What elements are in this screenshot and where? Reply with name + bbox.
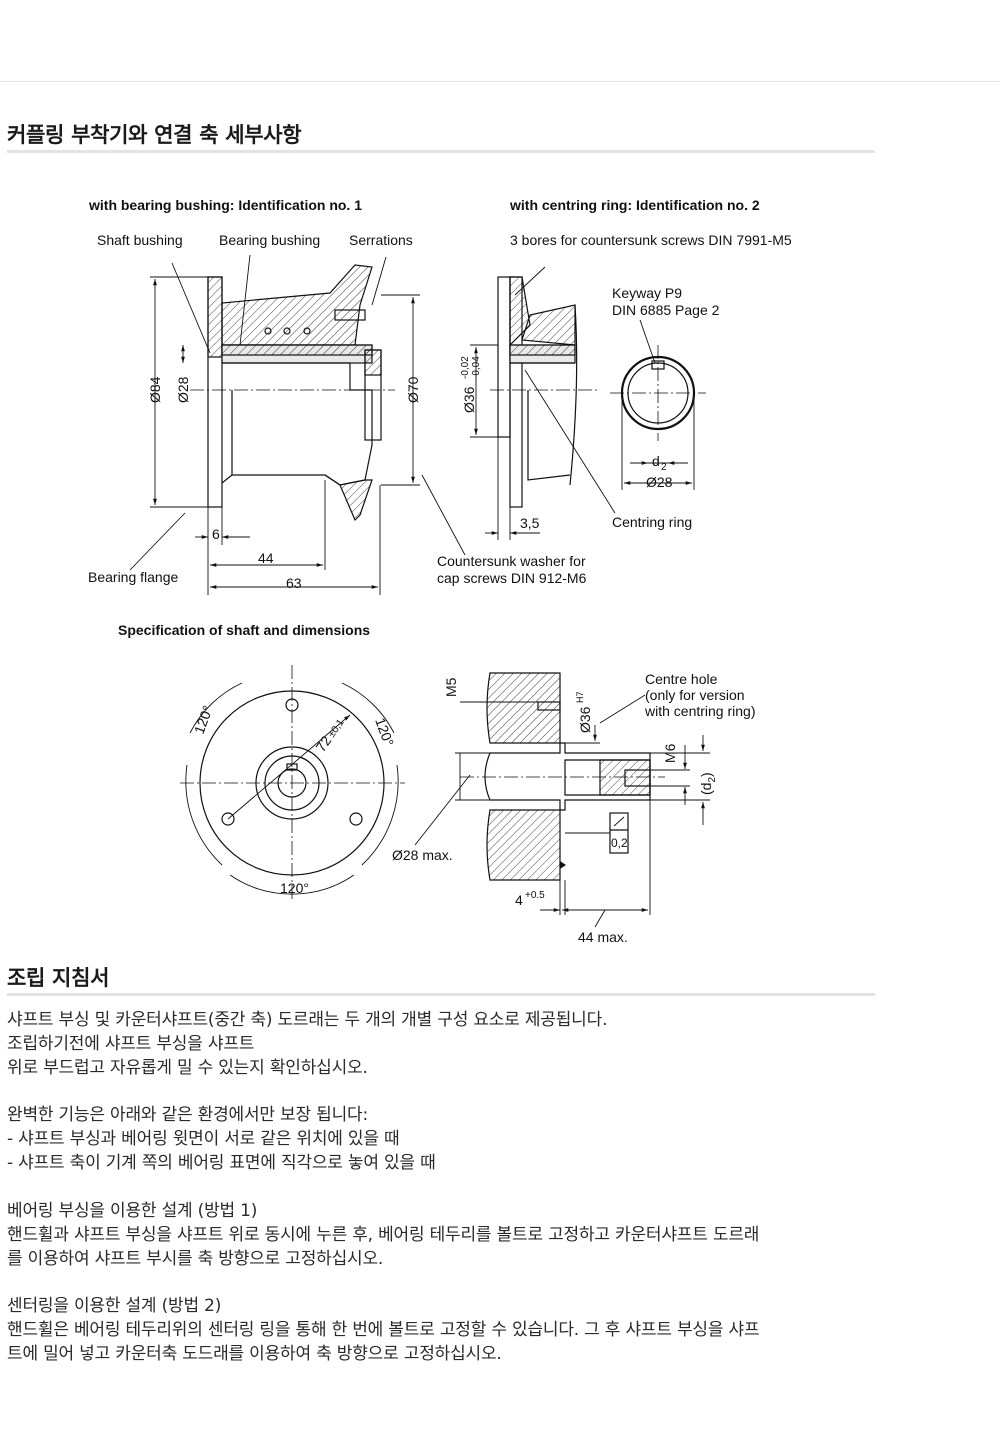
instruction-line: 핸드휠은 베어링 테두리위의 센터링 링을 통해 한 번에 볼트로 고정할 수 … bbox=[7, 1320, 760, 1340]
label-shaft-bushing: Shaft bushing bbox=[97, 232, 183, 248]
fig1-title: with bearing bushing: Identification no.… bbox=[88, 197, 362, 213]
dim-w44: 44 bbox=[258, 550, 274, 566]
dim-d28a: Ø28 bbox=[175, 376, 191, 403]
dim-d84: Ø84 bbox=[147, 376, 163, 403]
label-washer-1: Countersunk washer for bbox=[437, 553, 586, 569]
instruction-line: 를 이용하여 샤프트 부시를 축 방향으로 고정하십시오. bbox=[7, 1249, 384, 1269]
instruction-line: 샤프트 부싱 및 카운터샤프트(중간 축) 도르래는 두 개의 개별 구성 요소… bbox=[7, 1010, 608, 1030]
dim-m5: M5 bbox=[443, 677, 459, 697]
figure-shaft-section: M5 Ø36 H7 Centre hole (only for version … bbox=[443, 671, 756, 945]
dim-w6: 6 bbox=[212, 526, 220, 542]
label-washer-2: cap screws DIN 912-M6 bbox=[437, 570, 587, 586]
instruction-line: - 샤프트 축이 기계 쪽의 베어링 표면에 직각으로 놓여 있을 때 bbox=[7, 1153, 436, 1173]
fig2-title: with centring ring: Identification no. 2 bbox=[509, 197, 760, 213]
instructions-paragraph-2: 완벽한 기능은 아래와 같은 환경에서만 보장 됩니다: - 샤프트 부싱과 베… bbox=[7, 1103, 887, 1175]
label-centre-hole-1: Centre hole bbox=[645, 671, 718, 687]
instruction-line: 위로 부드럽고 자유롭게 밀 수 있는지 확인하십시오. bbox=[7, 1058, 368, 1078]
top-divider bbox=[0, 81, 1000, 82]
dim-len-44: 44 max. bbox=[578, 929, 628, 945]
label-centring-ring: Centring ring bbox=[612, 514, 692, 530]
label-serrations: Serrations bbox=[349, 232, 413, 248]
label-centre-hole-3: with centring ring) bbox=[644, 703, 756, 719]
section-title-assembly: 조립 지침서 bbox=[7, 966, 110, 990]
dim-pd2-open: (d bbox=[698, 783, 714, 795]
instruction-line: - 샤프트 부싱과 베어링 윗면이 서로 같은 위치에 있을 때 bbox=[7, 1129, 400, 1149]
section-rule-assembly bbox=[7, 993, 875, 996]
figure-shaft-front: 120° 120° 120° 72 ±0,1 Ø28 max. bbox=[180, 665, 471, 900]
angle-120-bottom: 120° bbox=[280, 880, 309, 896]
instruction-line: 완벽한 기능은 아래와 같은 환경에서만 보장 됩니다: bbox=[7, 1105, 368, 1125]
instructions-paragraph-1: 샤프트 부싱 및 카운터샤프트(중간 축) 도르래는 두 개의 개별 구성 요소… bbox=[7, 1008, 887, 1080]
dim-d70: Ø70 bbox=[405, 376, 421, 403]
instructions-paragraph-4: 센터링을 이용한 설계 (방법 2) 핸드휠은 베어링 테두리위의 센터링 링을… bbox=[7, 1294, 887, 1366]
dim-d36: Ø36 bbox=[461, 386, 477, 413]
dim-pd2-sub: 2 bbox=[707, 777, 718, 783]
dim-d36-upper: -0,02 bbox=[460, 356, 471, 379]
instruction-line: 핸드휠과 샤프트 부싱을 샤프트 위로 동시에 누른 후, 베어링 테두리를 볼… bbox=[7, 1225, 760, 1245]
technical-drawing: with bearing bushing: Identification no.… bbox=[88, 197, 792, 945]
label-bores: 3 bores for countersunk screws DIN 7991-… bbox=[510, 232, 792, 248]
angle-120-right: 120° bbox=[372, 716, 397, 749]
label-bearing-flange: Bearing flange bbox=[88, 569, 179, 585]
dim-d2: d bbox=[652, 453, 660, 469]
dim-depth-4-sup: +0.5 bbox=[525, 890, 545, 901]
figure-bearing-bushing: Shaft bushing Bearing bushing Serrations… bbox=[88, 232, 587, 595]
figure-centring-ring: 3 bores for countersunk screws DIN 7991-… bbox=[460, 232, 792, 540]
angle-120-left: 120° bbox=[191, 703, 216, 736]
dim-d28-max: Ø28 max. bbox=[392, 847, 453, 863]
label-bearing-bushing: Bearing bushing bbox=[219, 232, 320, 248]
dim-d36-lower: -0,04 bbox=[471, 356, 482, 379]
instructions-paragraph-3: 베어링 부싱을 이용한 설계 (방법 1) 핸드휠과 샤프트 부싱을 샤프트 위… bbox=[7, 1199, 887, 1271]
instruction-line: 베어링 부싱을 이용한 설계 (방법 1) bbox=[7, 1201, 258, 1221]
instruction-line: 조립하기전에 샤프트 부싱을 샤프트 bbox=[7, 1034, 255, 1054]
dim-depth-4: 4 bbox=[515, 892, 523, 908]
dim-pd2-close: ) bbox=[698, 772, 714, 777]
section-title-details: 커플링 부착기와 연결 축 세부사항 bbox=[7, 123, 302, 147]
dim-d28b: Ø28 bbox=[646, 474, 673, 490]
section-rule-details bbox=[7, 150, 875, 153]
instruction-line: 센터링을 이용한 설계 (방법 2) bbox=[7, 1296, 222, 1316]
tol-0-2: 0,2 bbox=[611, 836, 628, 850]
label-centre-hole-2: (only for version bbox=[645, 687, 745, 703]
instruction-line: 트에 밀어 넣고 카운터축 도드래를 이용하여 축 방향으로 고정하십시오. bbox=[7, 1344, 502, 1364]
dim-w3-5: 3,5 bbox=[520, 515, 540, 531]
fig3-title: Specification of shaft and dimensions bbox=[118, 622, 370, 638]
label-keyway-2: DIN 6885 Page 2 bbox=[612, 302, 720, 318]
dim-d36h7-sup: H7 bbox=[575, 691, 585, 703]
dim-d2-sub: 2 bbox=[661, 462, 667, 473]
dim-w63: 63 bbox=[286, 575, 302, 591]
label-keyway-1: Keyway P9 bbox=[612, 285, 682, 301]
dim-pd2: (d2) bbox=[698, 772, 718, 795]
dim-d36h7: Ø36 bbox=[577, 706, 593, 733]
